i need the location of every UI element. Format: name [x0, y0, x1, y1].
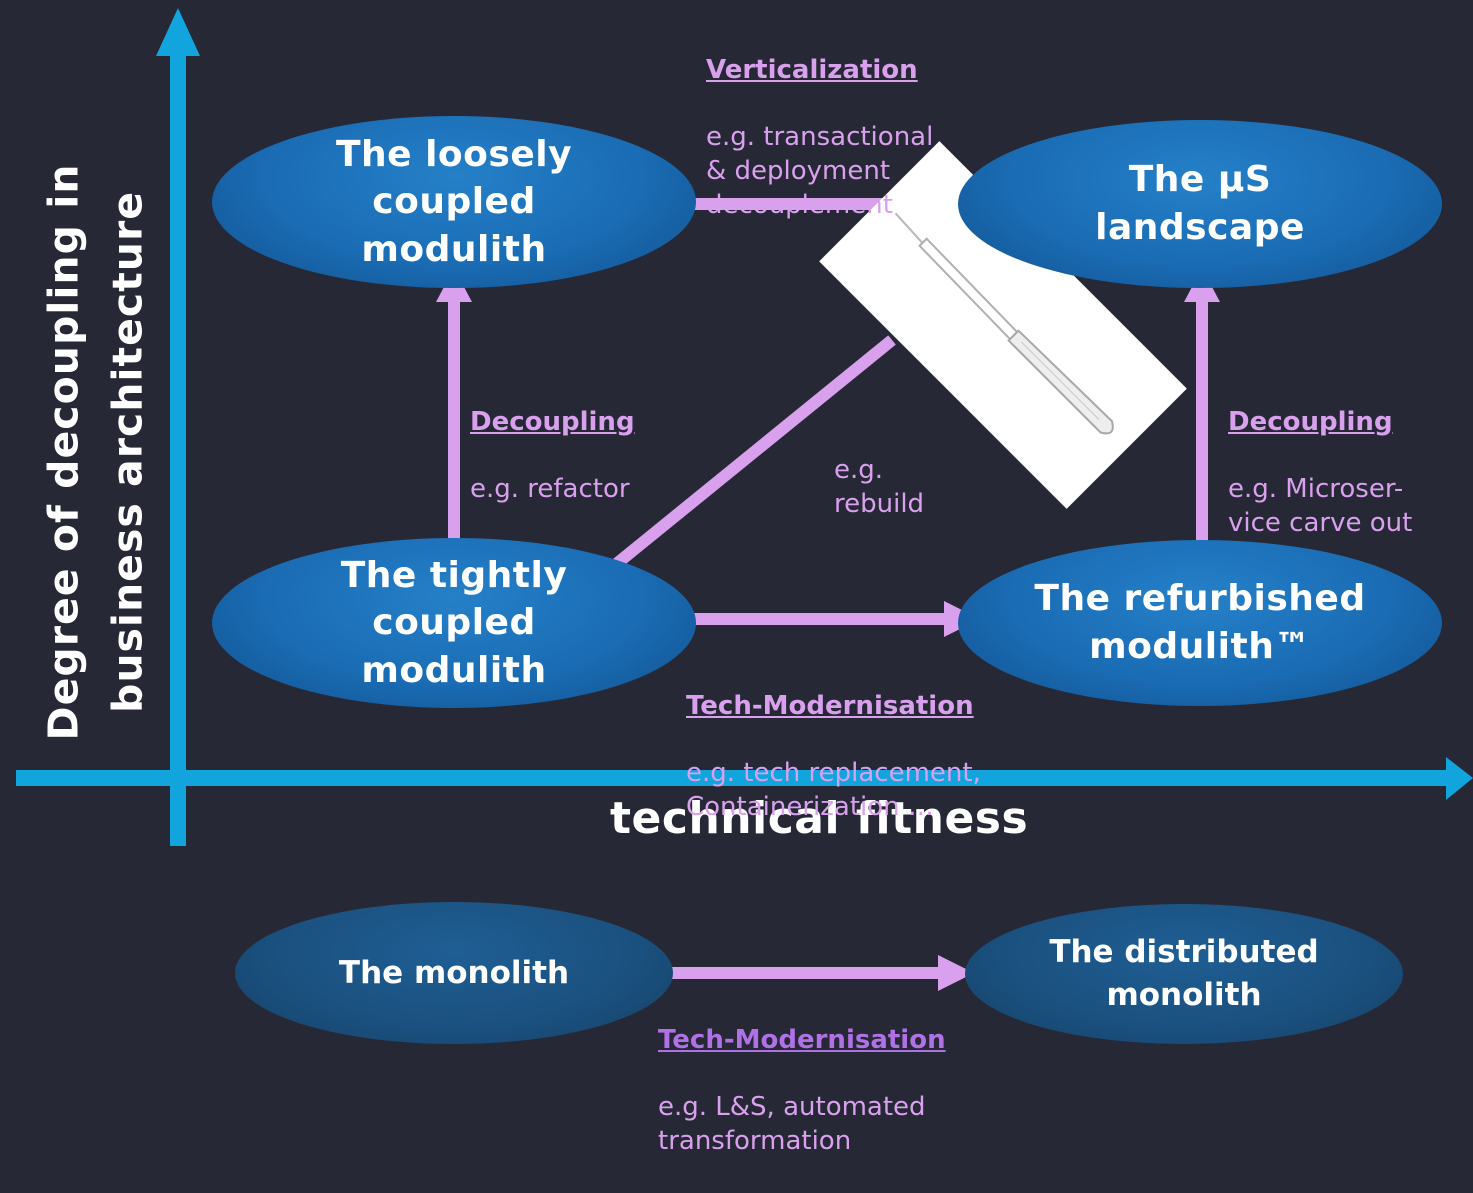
- decoupling-left-text: e.g. refactor: [470, 474, 630, 505]
- rebuild-text: e.g. rebuild: [834, 454, 925, 519]
- y-axis: [156, 8, 200, 846]
- tech-modernisation-arrow: [664, 601, 980, 637]
- verticalization-text: e.g. transactional & deployment decouple…: [706, 122, 934, 220]
- decoupling-left-label: Decoupling e.g. refactor: [470, 372, 635, 541]
- node-refurbished-modulith: The refurbished modulith™: [958, 540, 1442, 706]
- node-refurbished-label: The refurbished modulith™: [1034, 578, 1366, 667]
- tech-modernisation-bottom-title: Tech-Modernisation: [658, 1024, 946, 1055]
- x-axis: [16, 757, 1473, 800]
- tech-modernisation-bottom-label: Tech-Modernisation e.g. L&S, automated t…: [658, 990, 946, 1193]
- node-tightly-coupled-modulith: The tightly coupled modulith: [212, 538, 696, 708]
- node-tightly-label: The tightly coupled modulith: [340, 554, 568, 691]
- x-axis-title: technical fitness: [610, 793, 1029, 844]
- tech-modernisation-title: Tech-Modernisation: [686, 690, 974, 721]
- node-monolith-label: The monolith: [338, 954, 570, 991]
- decoupling-left-title: Decoupling: [470, 406, 635, 437]
- tech-modernisation-bottom-text: e.g. L&S, automated transformation: [658, 1092, 926, 1157]
- node-microservice-landscape: The µS landscape: [958, 120, 1442, 288]
- node-distributed-monolith: The distributed monolith: [965, 904, 1403, 1044]
- decoupling-right-text: e.g. Microser- vice carve out: [1228, 474, 1413, 539]
- tech-modernisation-bottom-arrow: [658, 955, 974, 991]
- node-microservices-label: The µS landscape: [1095, 159, 1305, 248]
- verticalization-line: [664, 198, 894, 210]
- node-loosely-label: The loosely coupled modulith: [335, 133, 573, 270]
- decoupling-right-arrow: [1184, 268, 1220, 550]
- scalpel-icon: [894, 212, 1114, 435]
- rebuild-label: e.g. rebuild: [834, 420, 924, 555]
- y-axis-title: Degree of decoupling in business archite…: [39, 163, 151, 741]
- decoupling-right-title: Decoupling: [1228, 406, 1393, 437]
- decoupling-left-arrow: [436, 268, 472, 552]
- diagram-canvas: [16, 8, 1473, 991]
- rebuild-line: [600, 335, 896, 579]
- node-monolith: The monolith: [235, 902, 673, 1044]
- verticalization-label: Verticalization e.g. transactional & dep…: [706, 20, 933, 257]
- node-loosely-coupled-modulith: The loosely coupled modulith: [212, 116, 696, 288]
- tech-modernisation-label: Tech-Modernisation e.g. tech replacement…: [686, 656, 981, 859]
- decoupling-right-label: Decoupling e.g. Microser- vice carve out: [1228, 372, 1412, 575]
- scalpel-card: [819, 141, 1187, 509]
- tech-modernisation-text: e.g. tech replacement, Containerization …: [686, 758, 981, 823]
- verticalization-title: Verticalization: [706, 54, 918, 85]
- node-distributed-label: The distributed monolith: [1049, 934, 1319, 1013]
